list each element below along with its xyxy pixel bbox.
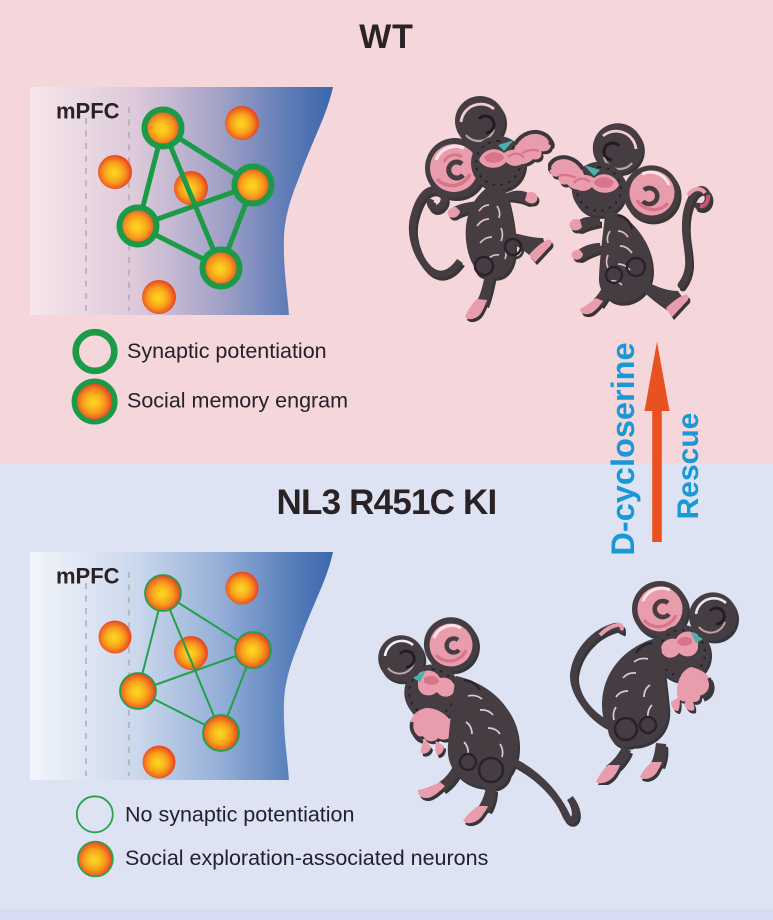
svg-text:Social exploration-associated: Social exploration-associated neurons xyxy=(125,846,488,870)
svg-text:mPFC: mPFC xyxy=(56,564,120,589)
svg-text:Social memory engram: Social memory engram xyxy=(127,389,348,413)
svg-text:Synaptic potentiation: Synaptic potentiation xyxy=(127,339,327,363)
svg-text:mPFC: mPFC xyxy=(56,99,120,124)
svg-text:No synaptic potentiation: No synaptic potentiation xyxy=(125,803,354,827)
